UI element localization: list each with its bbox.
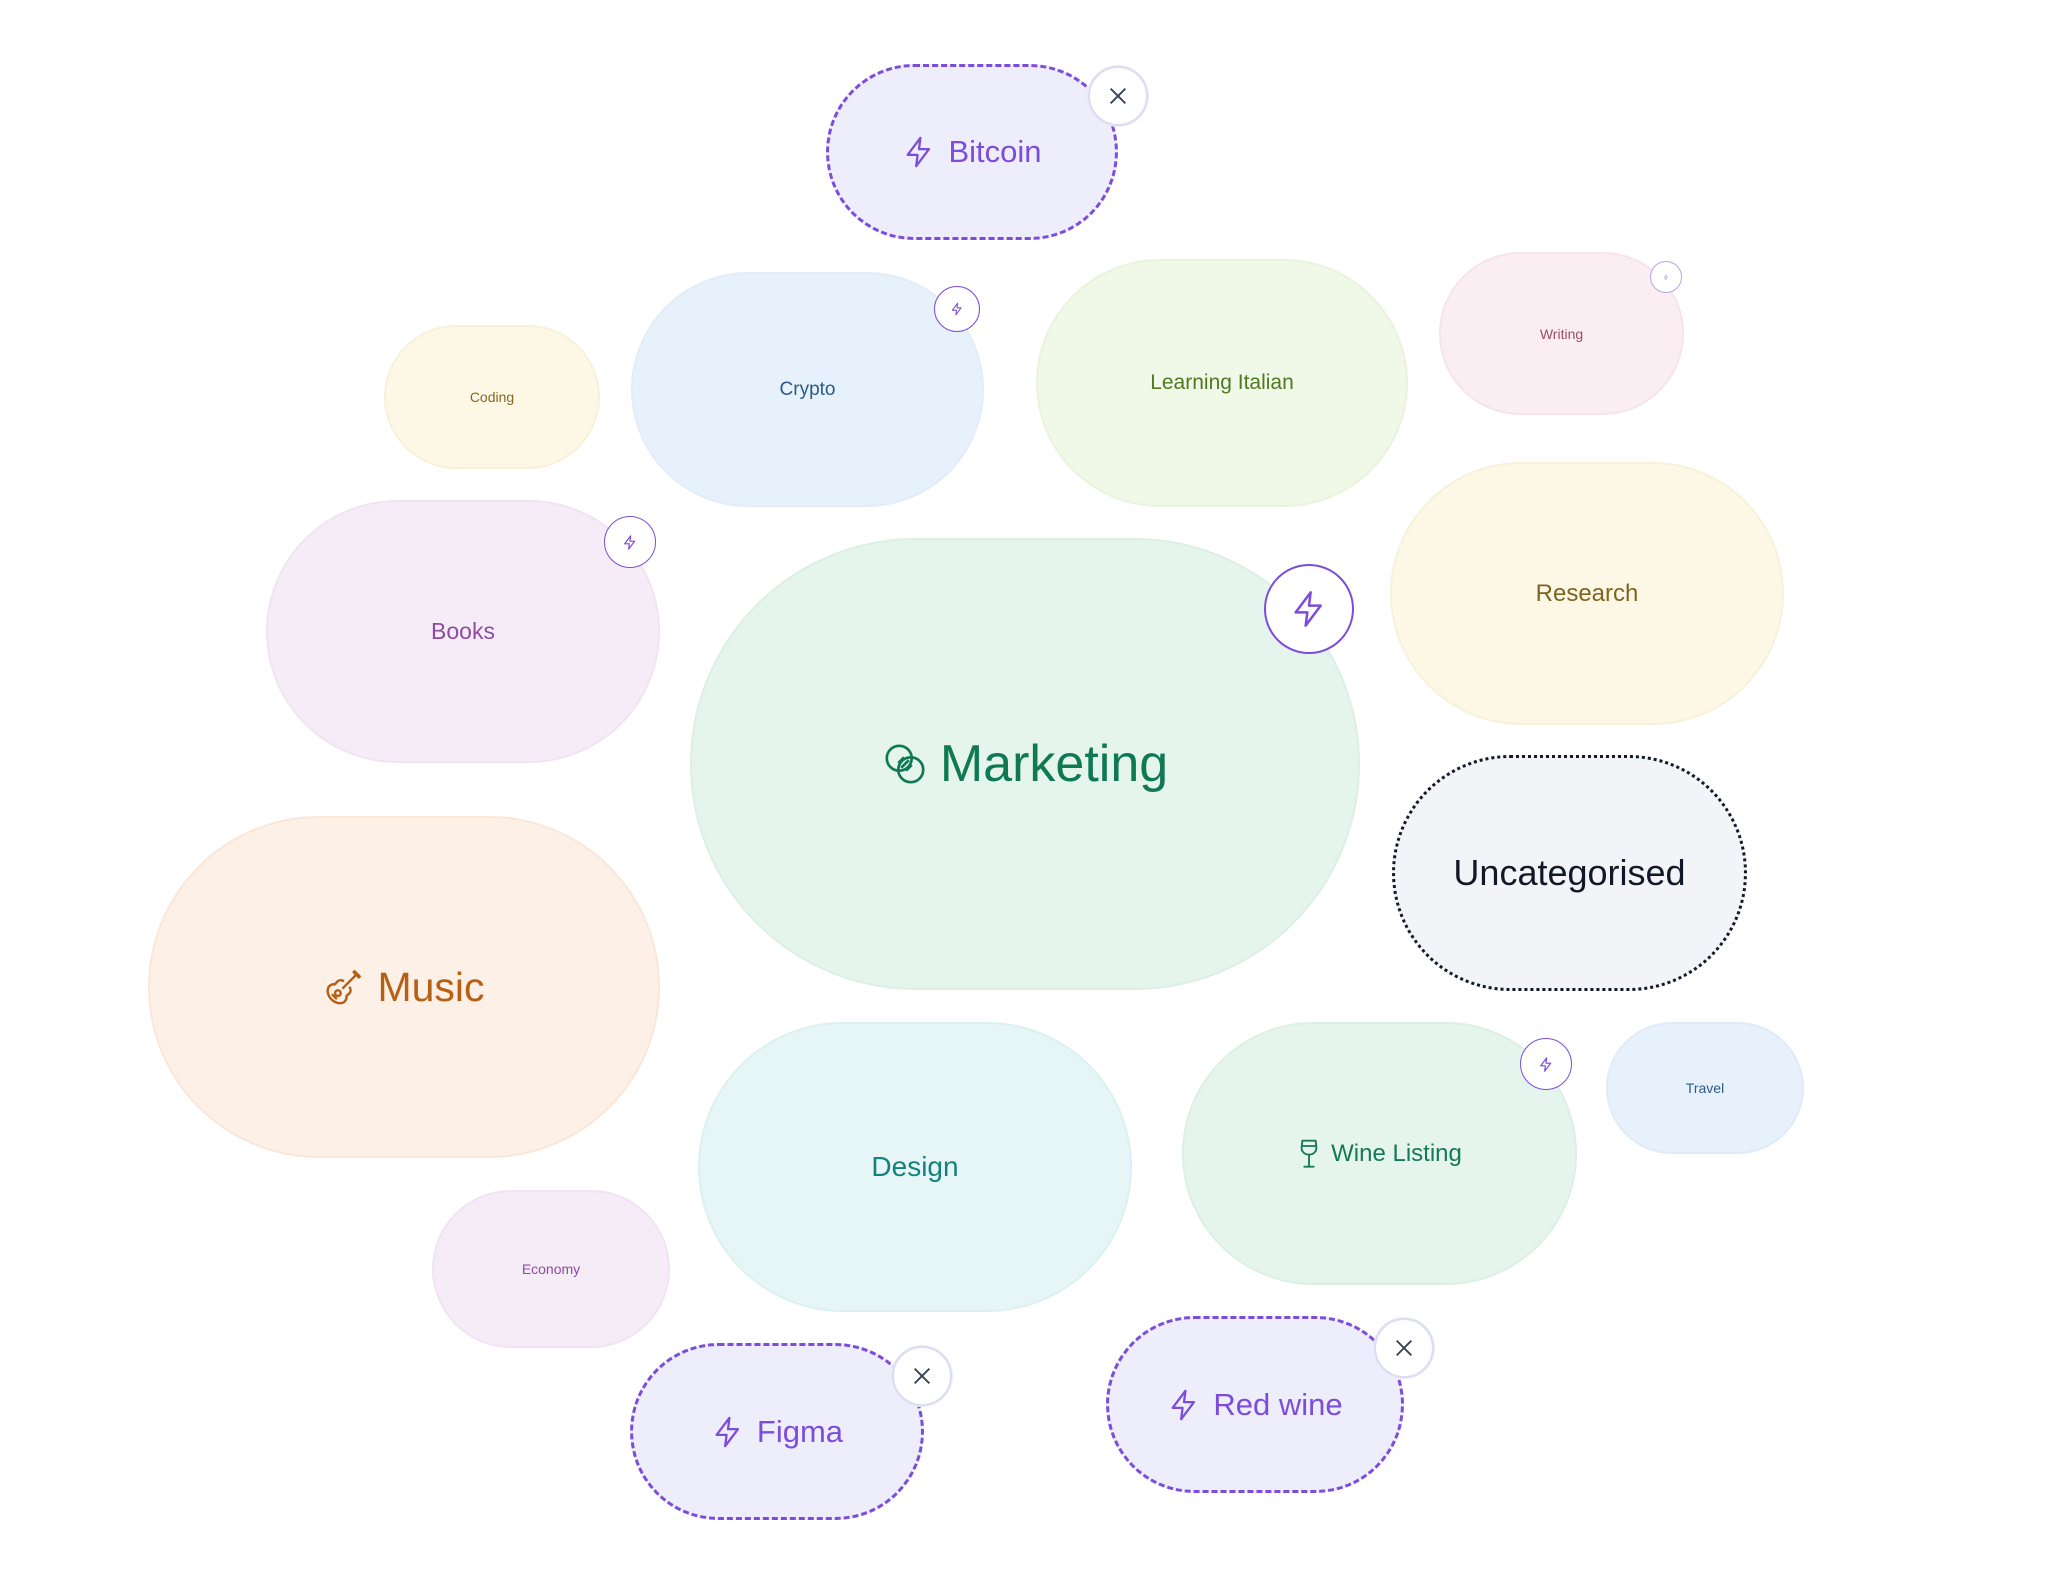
wine-glass-icon <box>1297 1138 1321 1170</box>
guitar-icon <box>323 966 365 1008</box>
topic-label: Uncategorised <box>1453 852 1686 893</box>
lightning-bolt-icon <box>1167 1386 1201 1424</box>
lightning-bolt-icon <box>950 301 964 317</box>
overlapping-circles-icon <box>882 741 928 787</box>
topic-bubble-red-wine[interactable]: Red wine <box>1106 1316 1404 1493</box>
topic-bubble-wine-listing[interactable]: Wine Listing <box>1182 1022 1577 1285</box>
topic-label: Learning Italian <box>1150 371 1294 394</box>
topic-bubble-marketing[interactable]: Marketing <box>690 538 1360 990</box>
lightning-bolt-icon <box>1538 1055 1554 1074</box>
writing-suggest-button[interactable] <box>1650 261 1682 293</box>
topic-bubble-music[interactable]: Music <box>148 816 660 1158</box>
topic-label: Travel <box>1685 1080 1725 1096</box>
topic-label: Music <box>377 963 485 1010</box>
topic-bubble-uncategorised[interactable]: Uncategorised <box>1392 755 1747 991</box>
lightning-bolt-icon <box>1289 586 1329 632</box>
close-icon <box>1393 1337 1415 1359</box>
books-suggest-button[interactable] <box>604 516 656 568</box>
lightning-bolt-icon <box>1663 273 1669 281</box>
topic-label: Marketing <box>939 735 1169 793</box>
topic-label: Coding <box>469 389 515 405</box>
crypto-suggest-button[interactable] <box>934 286 980 332</box>
topic-bubble-travel[interactable]: Travel <box>1606 1022 1804 1154</box>
topic-bubble-research[interactable]: Research <box>1390 462 1784 725</box>
topic-bubble-coding[interactable]: Coding <box>384 325 600 469</box>
marketing-suggest-button[interactable] <box>1264 564 1354 654</box>
topic-label: Books <box>431 618 495 644</box>
topic-bubble-crypto[interactable]: Crypto <box>631 272 984 507</box>
topic-label: Bitcoin <box>948 134 1042 169</box>
topic-label: Writing <box>1539 325 1584 342</box>
topic-bubble-writing[interactable]: Writing <box>1439 252 1684 415</box>
close-icon <box>1107 85 1129 107</box>
lightning-bolt-icon <box>622 533 638 552</box>
topic-label: Figma <box>756 1413 844 1449</box>
topic-label: Crypto <box>779 378 836 400</box>
lightning-bolt-icon <box>711 1413 745 1451</box>
topic-label: Design <box>871 1151 959 1182</box>
remove-bitcoin-button[interactable] <box>1088 66 1148 126</box>
topic-label: Economy <box>521 1261 581 1277</box>
topic-bubble-economy[interactable]: Economy <box>432 1190 670 1348</box>
topic-bubble-design[interactable]: Design <box>698 1022 1132 1312</box>
lightning-bolt-icon <box>902 133 936 171</box>
topic-bubble-books[interactable]: Books <box>266 500 660 763</box>
remove-figma-button[interactable] <box>892 1346 952 1406</box>
remove-red-wine-button[interactable] <box>1374 1318 1434 1378</box>
close-icon <box>911 1365 933 1387</box>
topic-label: Research <box>1535 579 1639 607</box>
topic-bubble-bitcoin[interactable]: Bitcoin <box>826 64 1118 240</box>
topic-label: Red wine <box>1213 1386 1343 1422</box>
wine-listing-suggest-button[interactable] <box>1520 1038 1572 1090</box>
topic-bubble-learning-italian[interactable]: Learning Italian <box>1036 259 1408 507</box>
topic-bubble-figma[interactable]: Figma <box>630 1343 924 1520</box>
topic-label: Wine Listing <box>1331 1139 1462 1167</box>
